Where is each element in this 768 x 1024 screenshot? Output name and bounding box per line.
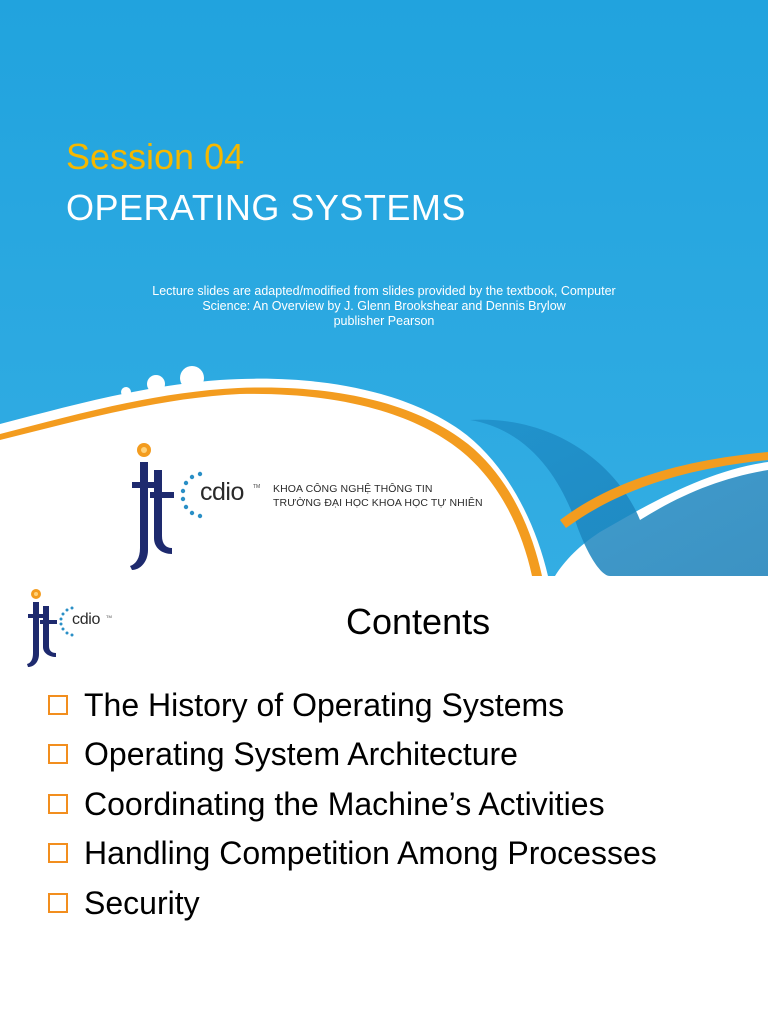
contents-title: Contents (346, 601, 491, 642)
faculty-line: KHOA CÔNG NGHỆ THÔNG TIN (273, 483, 433, 495)
trademark-mark: TM (106, 614, 112, 619)
cdio-logo-mark (59, 606, 74, 637)
cdio-wordmark: cdio (200, 478, 244, 506)
faculty-line: TRƯỜNG ĐẠI HỌC KHOA HỌC TỰ NHIÊN (273, 497, 483, 509)
fit-logo (27, 589, 57, 667)
checkbox-bullet-icon (48, 843, 68, 864)
session-number: Session 04 (66, 136, 245, 177)
list-item: Security (48, 878, 657, 928)
list-item: The History of Operating Systems (48, 680, 657, 730)
cdio-wordmark: cdio (72, 611, 101, 628)
list-item-text: The History of Operating Systems (84, 686, 565, 723)
faculty-name: KHOA CÔNG NGHỆ THÔNG TIN TRƯỜNG ĐẠI HỌC … (273, 482, 483, 510)
list-item-text: Handling Competition Among Processes (84, 835, 657, 872)
session-title: OPERATING SYSTEMS (66, 187, 466, 228)
credit-line: Lecture slides are adapted/modified from… (152, 284, 616, 298)
contents-list: The History of Operating Systems Operati… (48, 680, 657, 928)
list-item-text: Security (84, 884, 200, 921)
list-item: Handling Competition Among Processes (48, 829, 657, 879)
list-item: Coordinating the Machine’s Activities (48, 779, 657, 829)
credit-line: publisher Pearson (333, 314, 435, 328)
trademark-mark: TM (253, 484, 261, 490)
cdio-logo-mark (180, 471, 203, 519)
list-item-text: Operating System Architecture (84, 736, 518, 773)
credit-line: Science: An Overview by J. Glenn Brooksh… (202, 299, 566, 313)
list-item: Operating System Architecture (48, 730, 657, 780)
checkbox-bullet-icon (48, 793, 68, 814)
title-slide: Session 04 OPERATING SYSTEMS Lecture sli… (0, 0, 768, 576)
fit-logo (130, 443, 174, 570)
credit-text: Lecture slides are adapted/modified from… (100, 284, 668, 329)
checkbox-bullet-icon (48, 892, 68, 913)
list-item-text: Coordinating the Machine’s Activities (84, 785, 605, 822)
slide-background-waves (0, 0, 768, 576)
checkbox-bullet-icon (48, 744, 68, 765)
checkbox-bullet-icon (48, 694, 68, 715)
contents-slide: cdio TM Contents The History of Operatin… (0, 576, 768, 1024)
